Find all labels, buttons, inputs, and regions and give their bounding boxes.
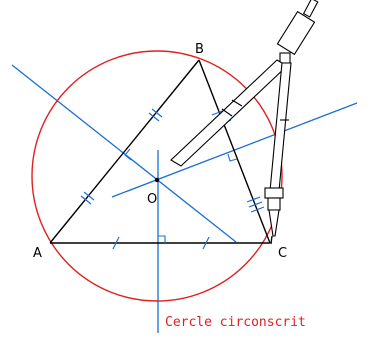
center-point-o xyxy=(154,177,160,183)
side-ab xyxy=(49,59,200,244)
label-b: B xyxy=(195,42,204,57)
equal-length-marks xyxy=(80,108,265,250)
compass-icon xyxy=(170,0,319,245)
label-a: A xyxy=(33,246,42,261)
right-angle-ab xyxy=(124,148,132,161)
triangle-abc xyxy=(49,59,271,244)
right-angle-bc xyxy=(227,153,238,162)
label-c: C xyxy=(278,246,287,261)
caption-circumscribed-circle: Cercle circonscrit xyxy=(165,315,306,330)
bisector-of-ab xyxy=(11,64,237,243)
ac-tick-marks xyxy=(112,236,210,250)
right-angle-ac xyxy=(158,235,166,243)
circumscribed-circle xyxy=(31,50,283,302)
ab-tick-marks xyxy=(80,108,163,205)
right-angle-markers xyxy=(124,148,238,243)
label-o: O xyxy=(147,192,157,207)
perpendicular-bisectors xyxy=(11,64,358,333)
side-bc xyxy=(198,59,271,244)
